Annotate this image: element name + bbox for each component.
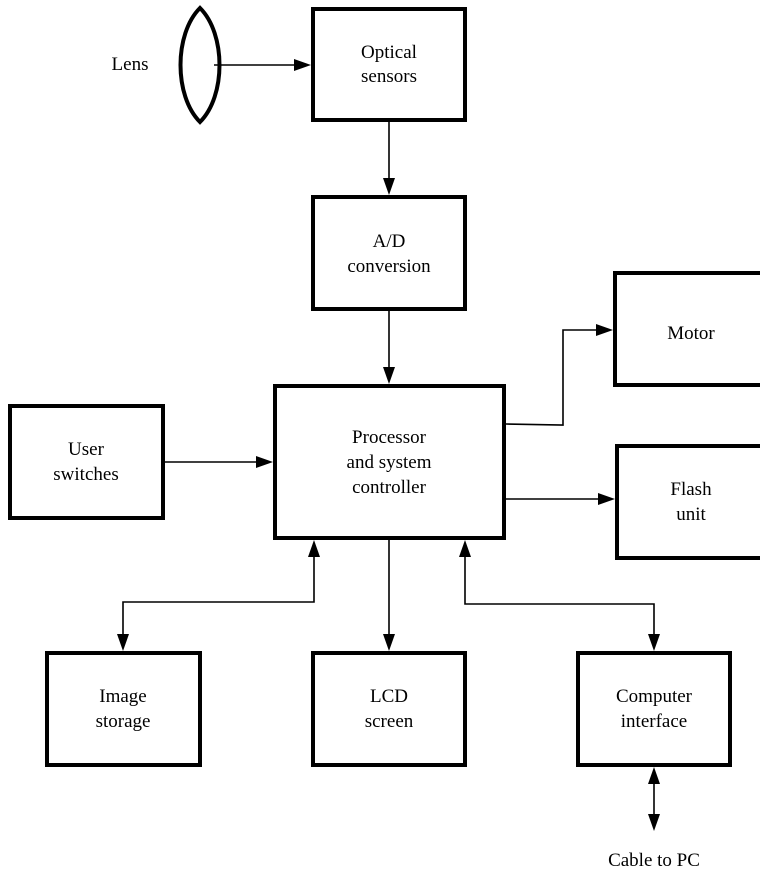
block-user-switches: User switches — [8, 404, 165, 520]
arrow-sensors-to-ad — [383, 122, 395, 195]
image-storage-box — [45, 651, 202, 767]
optical-sensors-line-1: Optical — [361, 42, 417, 63]
motor-line-1: Motor — [667, 323, 715, 344]
user-switches-line-2: switches — [53, 464, 118, 485]
ad-conversion-box — [311, 195, 467, 311]
block-image-storage: Image storage — [45, 651, 202, 767]
optical-sensors-line-2: sensors — [361, 66, 417, 87]
computer-interface-line-2: interface — [621, 711, 687, 732]
block-computer-interface: Computer interface — [576, 651, 732, 767]
computer-interface-box — [576, 651, 732, 767]
lens-icon — [178, 5, 222, 125]
user-switches-line-1: User — [68, 439, 105, 460]
arrow-switches-to-processor — [165, 456, 273, 468]
optical-sensors-box — [311, 7, 467, 122]
computer-interface-line-1: Computer — [616, 686, 693, 707]
image-storage-line-2: storage — [96, 711, 151, 732]
ad-conversion-line-1: A/D — [373, 231, 406, 252]
lens-element: Lens — [112, 5, 222, 125]
ad-conversion-line-2: conversion — [347, 256, 431, 277]
arrow-processor-to-flash — [506, 493, 615, 505]
arrow-lens-to-sensors — [214, 59, 311, 71]
flash-unit-box — [615, 444, 760, 560]
motor-box — [613, 271, 760, 387]
processor-line-3: controller — [352, 477, 427, 498]
block-flash-unit: Flash unit — [615, 444, 760, 560]
block-processor: Processor and system controller — [273, 384, 506, 540]
arrow-processor-computer-interface — [459, 540, 660, 651]
block-optical-sensors: Optical sensors — [311, 7, 467, 122]
arrow-processor-to-lcd — [383, 540, 395, 651]
flash-unit-line-1: Flash — [670, 479, 712, 500]
flash-unit-line-2: unit — [676, 504, 706, 525]
arrow-interface-cable — [648, 767, 660, 831]
processor-line-2: and system — [347, 452, 432, 473]
lcd-screen-line-1: LCD — [370, 686, 408, 707]
processor-box — [273, 384, 506, 540]
lcd-screen-line-2: screen — [365, 711, 414, 732]
block-ad-conversion: A/D conversion — [311, 195, 467, 311]
processor-line-1: Processor — [352, 427, 427, 448]
block-lcd-screen: LCD screen — [311, 651, 467, 767]
arrow-ad-to-processor — [383, 311, 395, 384]
cable-to-pc-label: Cable to PC — [608, 850, 700, 871]
user-switches-box — [8, 404, 165, 520]
block-motor: Motor — [613, 271, 760, 387]
arrow-processor-image-storage — [117, 540, 320, 651]
lens-label: Lens — [112, 54, 149, 75]
image-storage-line-1: Image — [99, 686, 146, 707]
arrow-processor-to-motor — [505, 324, 613, 426]
lcd-screen-box — [311, 651, 467, 767]
